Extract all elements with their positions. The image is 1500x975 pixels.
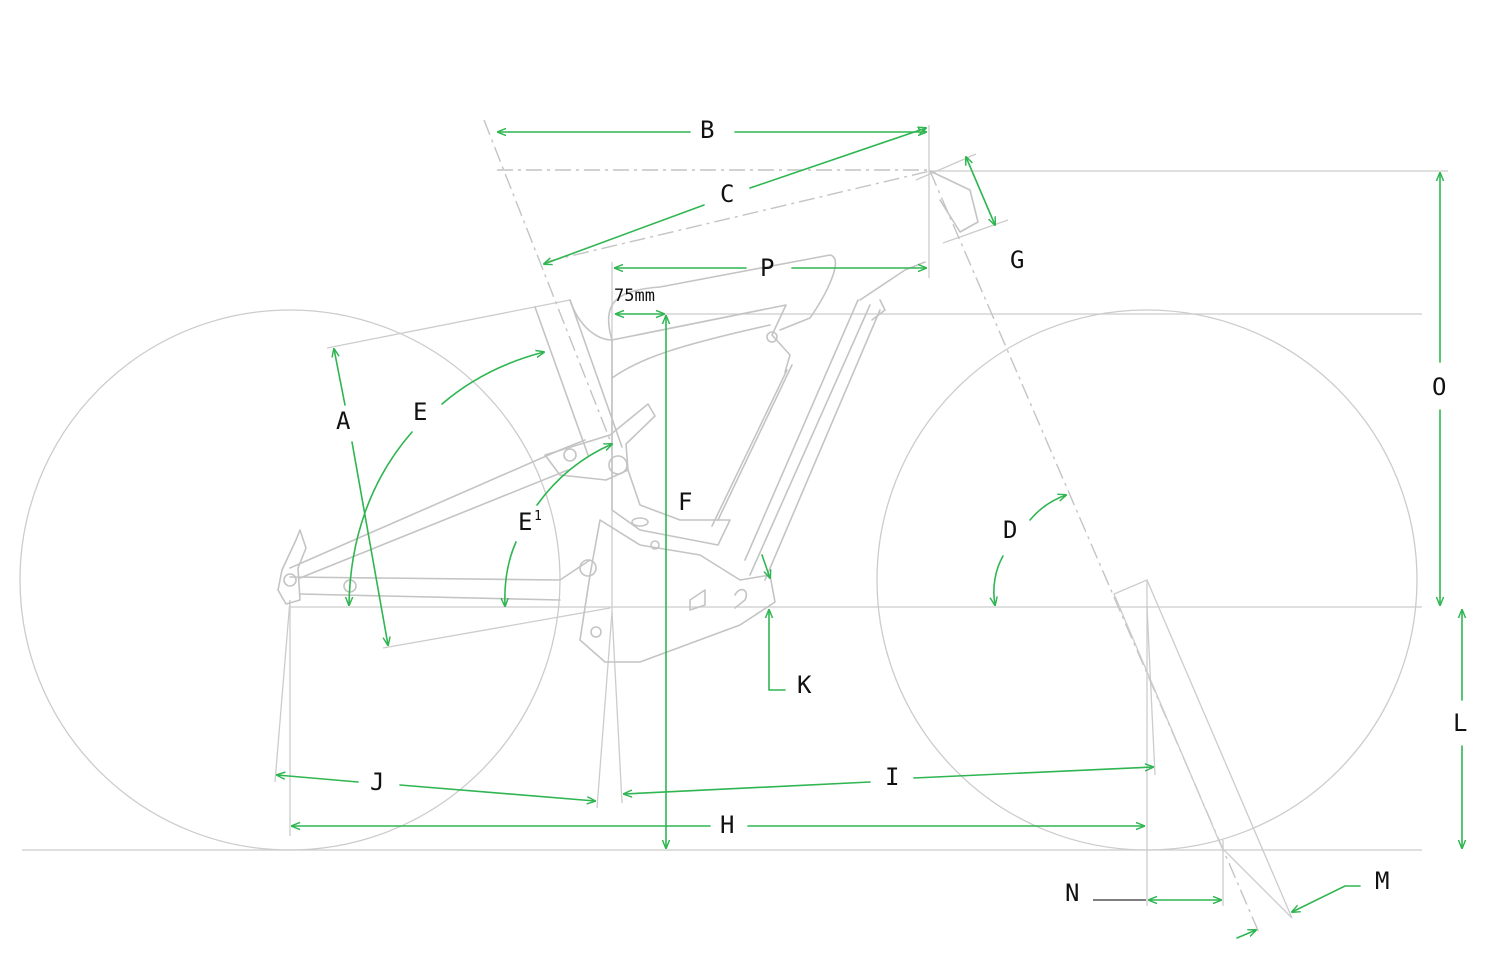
seat-tube (534, 299, 623, 456)
steerer-bottom-ref (942, 219, 1009, 244)
dim-m (1292, 885, 1361, 912)
label-k: K (797, 671, 812, 699)
reference-geometry (19, 119, 1448, 936)
label-n: N (1065, 879, 1079, 907)
label-h: H (720, 811, 734, 839)
label-g: G (1010, 246, 1024, 274)
rocker-link (544, 403, 656, 481)
motor-cut-2 (734, 588, 748, 609)
dim-e1-upper (536, 444, 612, 506)
frame-hole (631, 517, 649, 527)
label-b: B (700, 116, 714, 144)
dim-j-left (277, 775, 359, 783)
dim-k (769, 610, 786, 691)
label-e1: E (518, 508, 532, 536)
label-e: E (413, 398, 427, 426)
dim-a-upper (334, 349, 346, 406)
motor-bolt-1 (590, 626, 602, 638)
label-m: M (1375, 867, 1389, 895)
chainstay-leg (274, 599, 291, 783)
dim-g (966, 157, 995, 225)
bb-leg-right (611, 611, 623, 804)
label-a: A (336, 407, 351, 435)
motor-cut-1 (689, 589, 706, 611)
down-tube (711, 299, 881, 581)
label-d: D (1003, 516, 1017, 544)
dim-c-lower (544, 204, 705, 264)
rear-axle (283, 573, 297, 587)
frame-cutout (611, 377, 731, 546)
dimension-labels: A B C D E E 1 F G H I J K L M N O P 75mm (336, 116, 1467, 907)
rocker-pivot (563, 448, 577, 462)
label-i: I (885, 763, 899, 791)
head-tube (859, 261, 926, 321)
label-offset: 75mm (614, 286, 655, 306)
dim-i-right (913, 767, 1153, 779)
seat-angle-ref (326, 299, 571, 349)
label-e1-sup: 1 (534, 509, 542, 524)
rear-dropout (277, 529, 307, 605)
label-p: P (760, 254, 774, 282)
dim-i-left (624, 781, 871, 794)
head-tube-extension (929, 170, 1261, 936)
seat-tube-extension (483, 119, 613, 446)
dim-m-tail (1236, 930, 1256, 939)
dim-e-upper (441, 352, 544, 405)
bottom-bracket (579, 559, 597, 577)
top-tube-loop (607, 254, 837, 341)
dim-e1-lower (505, 541, 517, 606)
label-c: C (720, 180, 734, 208)
top-tube (569, 299, 791, 379)
fork-offset-shape (1113, 579, 1293, 919)
dim-d-upper (1029, 495, 1066, 521)
dimension-lines (277, 128, 1462, 939)
main-pivot (608, 455, 628, 475)
dim-a-lower (351, 441, 388, 645)
label-o: O (1432, 373, 1446, 401)
shock-mount (766, 331, 778, 343)
motor-bolt-2 (650, 540, 660, 550)
label-j: J (370, 768, 384, 796)
effective-top-tube (544, 170, 931, 263)
dim-d-lower (994, 555, 1004, 605)
stem (929, 170, 979, 233)
dim-c-upper (749, 128, 926, 189)
bb-leg-left (596, 611, 613, 809)
bike-frame (277, 170, 979, 663)
chain-stay (289, 559, 591, 601)
dim-e-lower (349, 431, 413, 605)
dim-j-right (399, 784, 595, 801)
label-f: F (678, 488, 692, 516)
dim-k-top (761, 554, 770, 578)
motor-housing (579, 519, 776, 663)
seat-angle-ref-low (382, 607, 611, 649)
label-l: L (1453, 709, 1467, 737)
front-center-leg (1146, 606, 1156, 776)
